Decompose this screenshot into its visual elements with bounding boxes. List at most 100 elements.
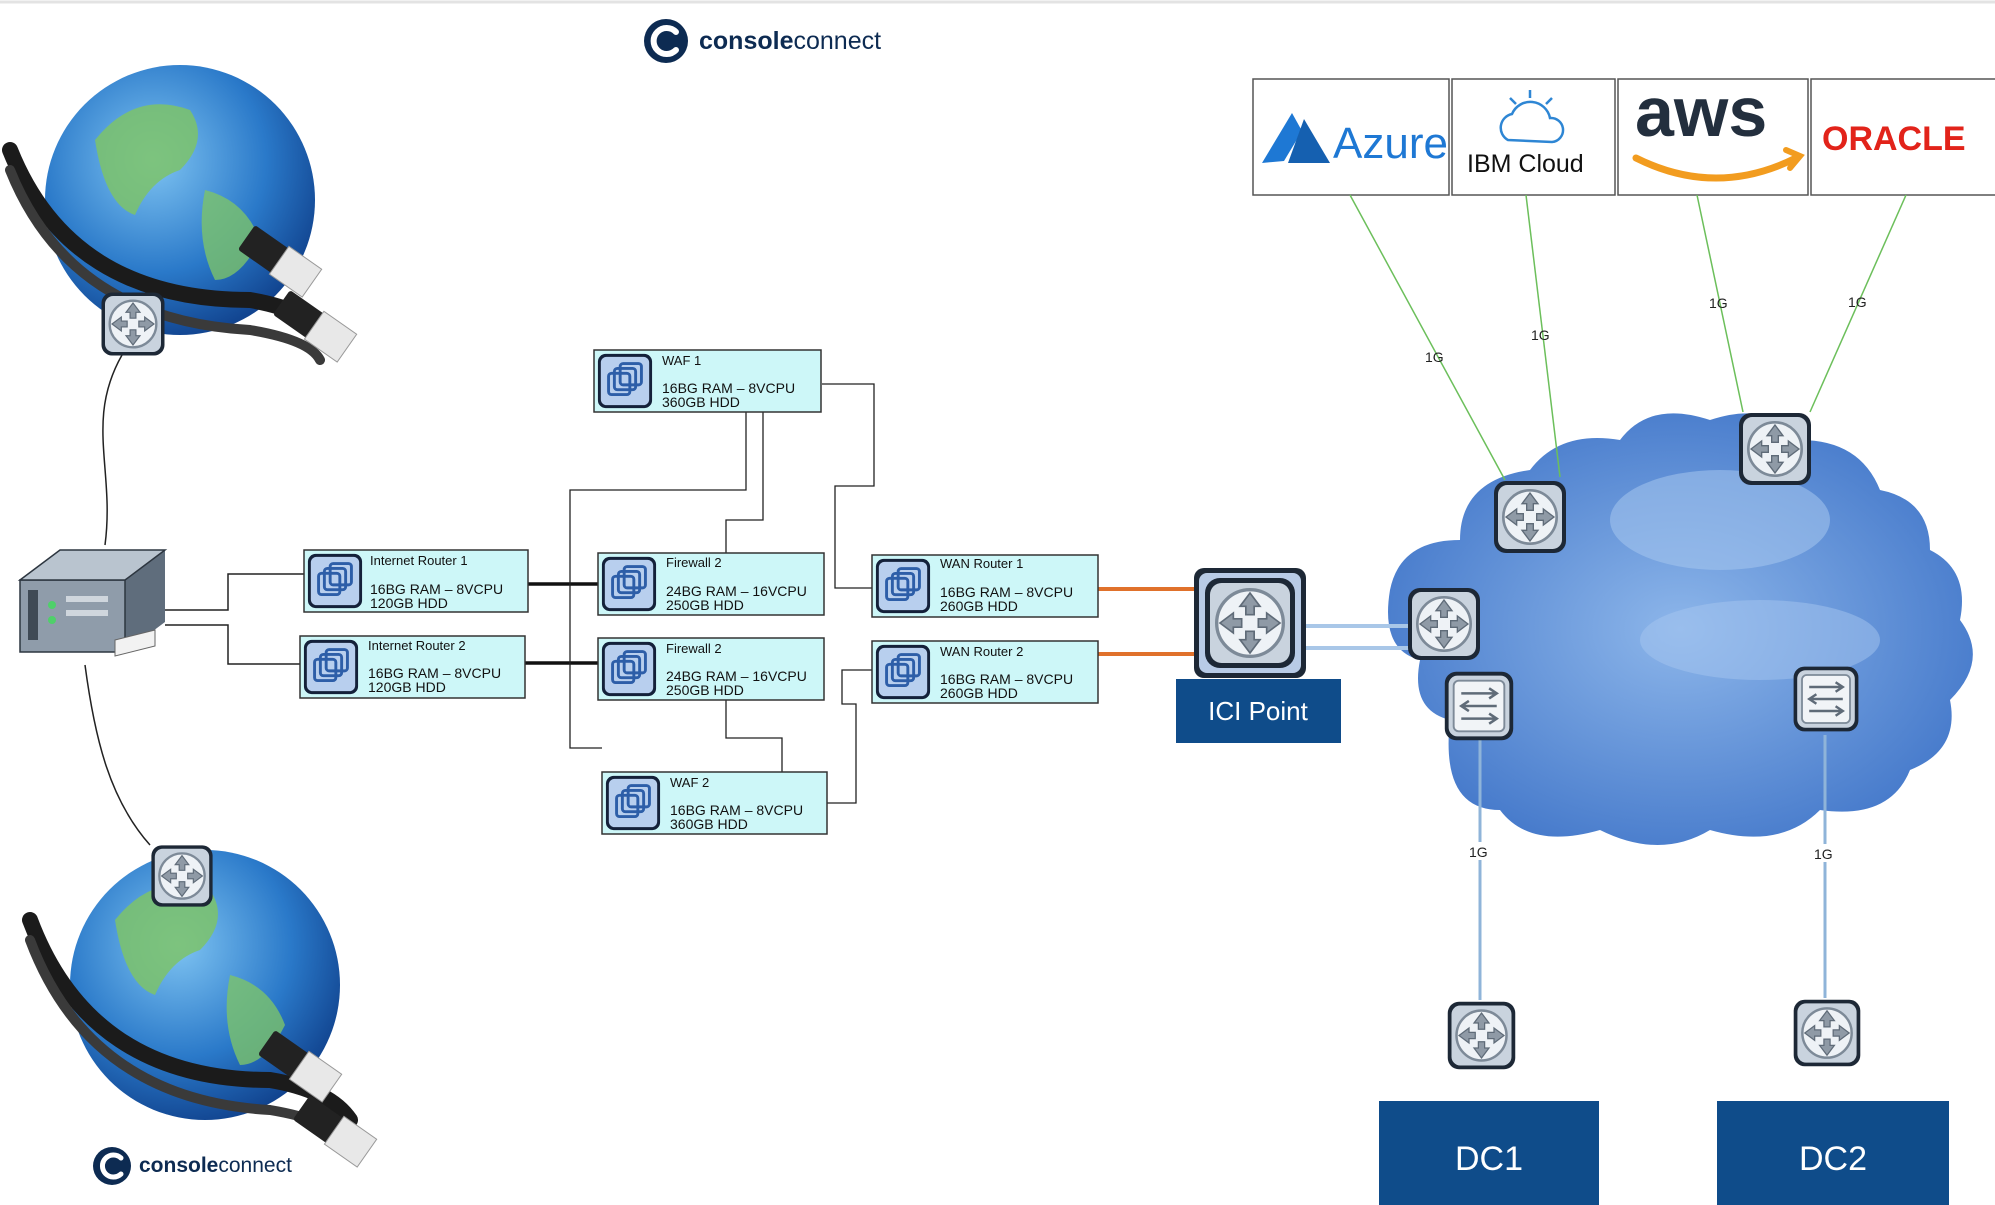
ici-point-label: ICI Point xyxy=(1208,696,1308,726)
dc1-label: DC1 xyxy=(1455,1140,1523,1178)
node-name: Internet Router 2 xyxy=(368,638,466,653)
aws-label: aws xyxy=(1635,73,1767,151)
oracle-label: ORACLE xyxy=(1822,120,1966,158)
node-name: Firewall 2 xyxy=(666,641,722,656)
internet-globe-top xyxy=(2,65,358,365)
azure-label: Azure xyxy=(1333,119,1448,168)
dc2-box xyxy=(1717,1101,1949,1205)
node-storage: 120GB HDD xyxy=(370,595,448,611)
link-waf1-fw1 xyxy=(725,412,764,555)
node-spec: 16BG RAM – 8VCPU xyxy=(368,665,501,681)
node-storage: 260GB HDD xyxy=(940,598,1018,614)
node-waf-1: WAF 1 16BG RAM – 8VCPU 360GB HDD xyxy=(593,349,822,413)
router-icon-dc2 xyxy=(1792,998,1862,1068)
node-firewall-1: Firewall 2 24BG RAM – 16VCPU 250GB HDD xyxy=(597,552,825,616)
dc2-label: DC2 xyxy=(1799,1140,1867,1178)
node-spec: 24BG RAM – 16VCPU xyxy=(666,668,807,684)
link-aws xyxy=(1696,194,1744,413)
link-label-azure: 1G xyxy=(1425,349,1444,365)
node-spec: 16BG RAM – 8VCPU xyxy=(670,802,803,818)
cloud-provider-logos: Azure IBM Cloud aws ORACLE xyxy=(1252,73,1995,196)
node-storage: 250GB HDD xyxy=(666,597,744,613)
link-internet-top xyxy=(102,354,123,546)
node-waf-2: WAF 2 16BG RAM – 8VCPU 360GB HDD xyxy=(601,771,828,835)
node-name: WAF 2 xyxy=(670,775,709,790)
node-spec: 16BG RAM – 8VCPU xyxy=(370,581,503,597)
aws-smile-icon xyxy=(1632,154,1800,182)
node-wan-router-1: WAN Router 1 16BG RAM – 8VCPU 260GB HDD xyxy=(871,554,1099,618)
vm-icon xyxy=(600,555,658,613)
console-connect-logo-top: consoleconnect xyxy=(644,19,881,63)
node-storage: 120GB HDD xyxy=(368,679,446,695)
node-internet-router-1: Internet Router 1 16BG RAM – 8VCPU 120GB… xyxy=(303,549,529,613)
node-storage: 260GB HDD xyxy=(940,685,1018,701)
node-name: Firewall 2 xyxy=(666,555,722,570)
link-label-dc1: 1G xyxy=(1469,844,1488,860)
router-icon-internet-top xyxy=(100,291,166,357)
connections xyxy=(84,194,1907,1000)
node-spec: 24BG RAM – 16VCPU xyxy=(666,583,807,599)
link-ibm xyxy=(1525,194,1561,478)
internet-globe-bottom xyxy=(22,850,378,1168)
node-name: WAN Router 1 xyxy=(940,556,1023,571)
oracle-tile xyxy=(1810,78,1995,196)
link-oracle xyxy=(1809,194,1907,413)
vm-icon xyxy=(596,352,654,410)
node-spec: 16BG RAM – 8VCPU xyxy=(940,584,1073,600)
switch-icon-dc1 xyxy=(1443,670,1515,742)
link-internet-bottom xyxy=(84,664,151,846)
brand-bold: console xyxy=(699,27,794,55)
link-server-ir1 xyxy=(165,573,305,611)
console-connect-logo-bottom: consoleconnect xyxy=(93,1147,292,1185)
ibm-cloud-tile xyxy=(1451,78,1616,196)
router-icon-cloud-azure xyxy=(1492,479,1568,555)
vm-icon xyxy=(604,774,662,832)
dc1-box xyxy=(1379,1101,1599,1205)
vm-icon xyxy=(874,557,932,615)
node-name: WAN Router 2 xyxy=(940,644,1023,659)
link-waf1-wan1 xyxy=(822,383,875,589)
link-waf1-waf2-a xyxy=(569,412,747,749)
brand-bold: console xyxy=(139,1154,218,1177)
link-label-oracle: 1G xyxy=(1848,294,1867,310)
vm-icon xyxy=(874,643,932,701)
node-storage: 360GB HDD xyxy=(670,816,748,832)
node-storage: 250GB HDD xyxy=(666,682,744,698)
ibm-cloud-icon xyxy=(1499,90,1565,144)
link-azure xyxy=(1349,194,1506,481)
brand-light: connect xyxy=(793,27,881,55)
router-icon-cloud-oracle xyxy=(1737,411,1813,487)
link-label-dc2: 1G xyxy=(1814,846,1833,862)
server-icon xyxy=(17,549,168,657)
vm-icon xyxy=(302,638,360,696)
node-name: WAF 1 xyxy=(662,353,701,368)
vm-icon xyxy=(306,552,364,610)
brand-light: connect xyxy=(218,1154,292,1177)
link-waf2-wan2 xyxy=(826,669,872,804)
link-label-aws: 1G xyxy=(1709,295,1728,311)
switch-icon-dc2 xyxy=(1792,665,1860,733)
azure-icon xyxy=(1262,113,1302,163)
node-storage: 360GB HDD xyxy=(662,394,740,410)
router-icon-ici xyxy=(1203,576,1297,670)
link-fw2-waf2 xyxy=(725,698,783,772)
node-spec: 16BG RAM – 8VCPU xyxy=(662,380,795,396)
link-label-ibm: 1G xyxy=(1531,327,1550,343)
node-name: Internet Router 1 xyxy=(370,553,468,568)
svg-text:consoleconnect: consoleconnect xyxy=(139,1154,292,1177)
ici-point-badge xyxy=(1176,679,1341,743)
router-icon-dc1 xyxy=(1446,1000,1517,1071)
ici-point-router xyxy=(1194,568,1306,678)
node-firewall-2: Firewall 2 24BG RAM – 16VCPU 250GB HDD xyxy=(597,637,825,701)
node-wan-router-2: WAN Router 2 16BG RAM – 8VCPU 260GB HDD xyxy=(871,640,1099,704)
link-server-ir2 xyxy=(165,624,300,665)
router-icon-cloud-edge xyxy=(1406,586,1482,662)
node-spec: 16BG RAM – 8VCPU xyxy=(940,671,1073,687)
svg-text:consoleconnect: consoleconnect xyxy=(699,27,881,55)
node-internet-router-2: Internet Router 2 16BG RAM – 8VCPU 120GB… xyxy=(299,635,526,699)
router-icon-internet-bottom xyxy=(150,844,214,908)
ibm-cloud-label: IBM Cloud xyxy=(1467,150,1584,178)
vm-icon xyxy=(600,640,658,698)
